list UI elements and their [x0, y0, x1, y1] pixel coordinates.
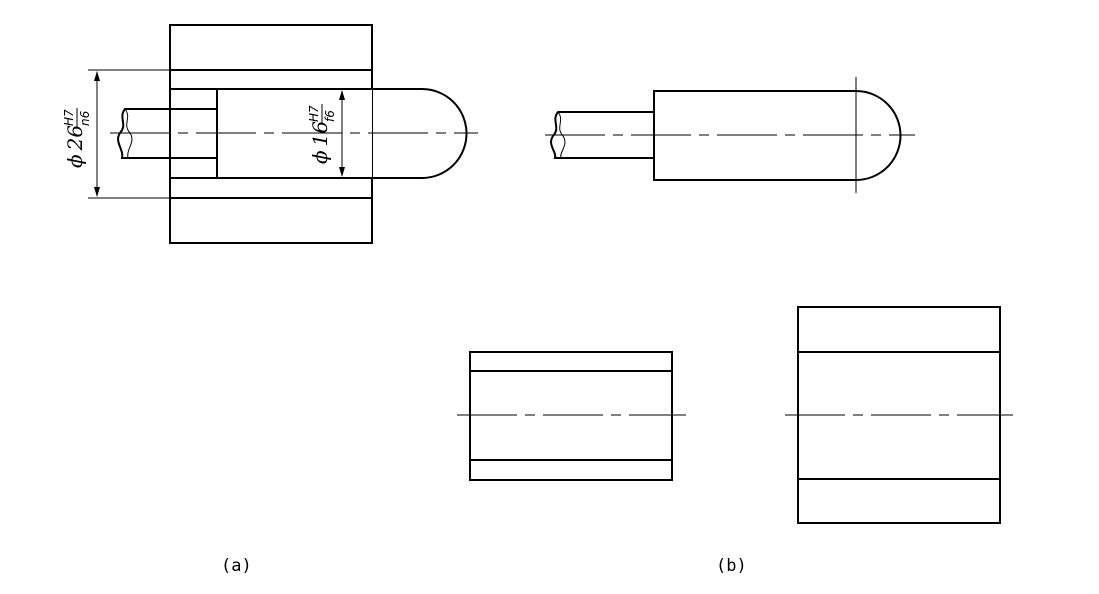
bushing-part — [457, 351, 686, 481]
outer-tolerance-upper: H7 — [62, 109, 76, 126]
outer-diameter-dimension: ϕ 26 H7 n6 — [62, 69, 170, 199]
outer-tolerance-lower: n6 — [78, 110, 92, 126]
housing-part — [785, 306, 1013, 524]
shaft-part — [545, 77, 915, 193]
inner-tolerance-upper: H7 — [307, 105, 321, 122]
diameter-symbol: ϕ — [63, 154, 87, 168]
diameter-symbol: ϕ — [308, 150, 332, 164]
inner-diameter-dimension: ϕ 16 H7 f6 — [307, 90, 345, 177]
caption-b: (b) — [716, 556, 747, 576]
inner-tolerance-lower: f6 — [323, 110, 337, 122]
caption-a: (a) — [221, 556, 252, 576]
svg-text:ϕ26: ϕ 26 — [63, 125, 87, 168]
inner-nominal-size: 16 — [308, 121, 332, 147]
assembly-view: ϕ 26 H7 n6 ϕ 16 H7 f6 — [62, 24, 478, 244]
outer-nominal-size: 26 — [63, 125, 87, 152]
svg-text:ϕ16: ϕ 16 — [308, 121, 332, 164]
